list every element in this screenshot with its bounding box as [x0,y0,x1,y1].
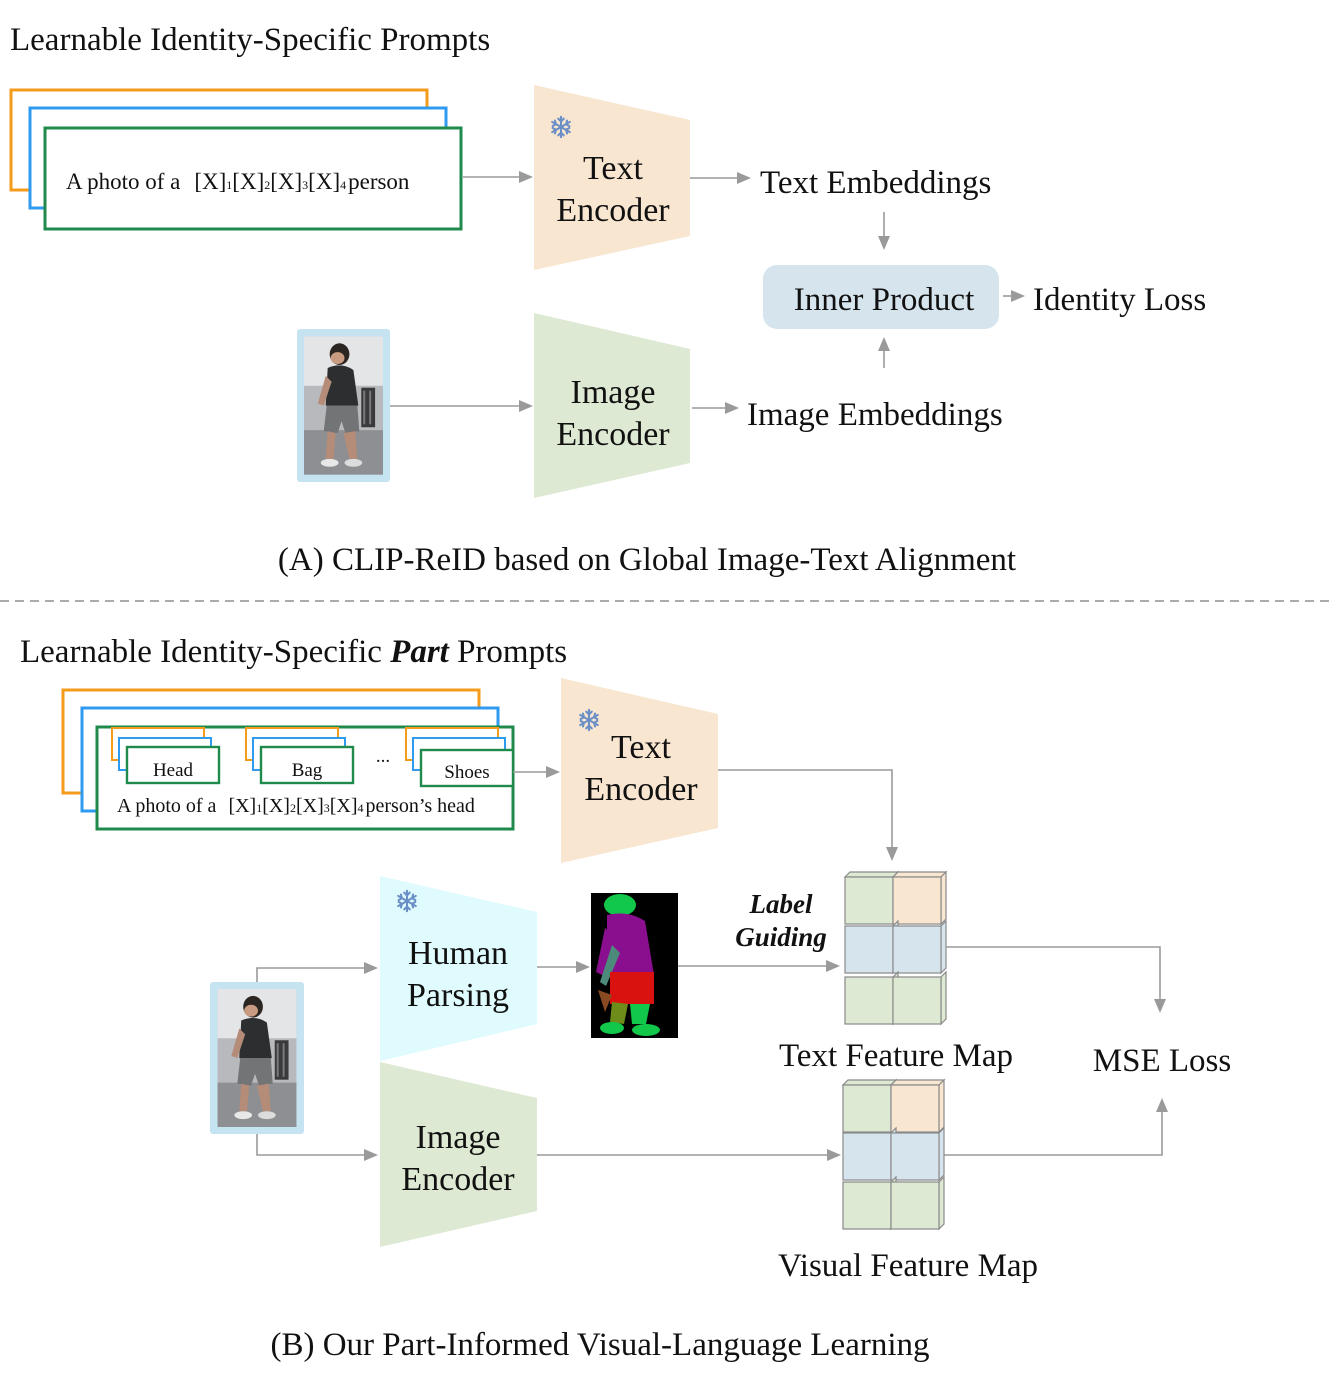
text-encoder-a: Text Encoder [534,85,690,270]
arrow-part-prompt-to-text-encoder [513,766,560,778]
panel-b-caption: (B) Our Part-Informed Visual-Language Le… [270,1327,929,1363]
svg-text:Head: Head [153,760,194,781]
svg-text:Encoder: Encoder [584,771,698,808]
visual-feature-map-label: Visual Feature Map [778,1248,1038,1284]
svg-text:Encoder: Encoder [556,416,670,453]
human-parsing-module: Human Parsing [380,876,537,1061]
arrow-image-emb-to-inner [878,337,890,368]
image-encoder-a: Image Encoder [534,313,690,498]
arrow-image-encoder-to-embeddings [692,402,739,414]
person-image-b [210,982,304,1134]
arrow-image-to-human-parsing [256,962,378,982]
arrow-visual-map-to-mse [944,1098,1168,1156]
arrow-mask-to-text-map [678,960,840,972]
svg-text:Shoes: Shoes [444,762,489,783]
label-guiding-line1: Label [749,889,813,919]
svg-text:Text: Text [583,150,643,187]
svg-text:Bag: Bag [292,760,323,781]
svg-text:Image: Image [571,374,656,411]
svg-text:Image: Image [416,1119,501,1156]
arrow-text-encoder-to-embeddings [690,172,751,184]
svg-text:Human: Human [408,935,508,972]
prompt-stack-a: A photo of a[X]1[X]2[X]3[X]4person [9,88,463,231]
arrow-image-encoder-to-visual-map [537,1149,841,1161]
visual-feature-map [841,1078,946,1231]
svg-text:Text: Text [611,729,671,766]
svg-text:Parsing: Parsing [407,977,509,1014]
inner-product-box: Inner Product [763,265,999,329]
label-guiding-line2: Guiding [735,922,827,952]
arrow-parsing-to-mask [537,961,590,973]
panel-a-caption: (A) CLIP-ReID based on Global Image-Text… [278,542,1016,578]
part-tag-shoes: Shoes [405,727,515,788]
arrow-inner-to-loss [1003,290,1025,302]
person-image-a [297,329,390,482]
arrow-text-encoder-to-text-map [718,769,898,861]
parsing-mask-image [591,893,678,1038]
svg-text:Encoder: Encoder [401,1161,515,1198]
part-prompt-stack: Head Bag ... Shoes A photo of a[X]1[X]2[… [61,688,515,831]
text-feature-map [843,870,948,1026]
image-encoder-b: Image Encoder [380,1062,537,1247]
panel-b-title: Learnable Identity-Specific Part Prompts [20,634,567,670]
text-feature-map-label: Text Feature Map [779,1038,1013,1074]
arrow-text-emb-to-inner [878,212,890,250]
image-embeddings-label: Image Embeddings [747,397,1003,433]
arrow-image-to-image-encoder-b [256,1134,378,1161]
part-tag-ellipsis: ... [376,746,390,767]
text-embeddings-label: Text Embeddings [760,165,991,201]
prompt-text: A photo of a[X]1[X]2[X]3[X]4person [66,169,410,194]
part-tag-head: Head [111,727,221,785]
panel-a-title: Learnable Identity-Specific Prompts [10,22,490,58]
prompt-card [43,126,463,231]
svg-text:Encoder: Encoder [556,192,670,229]
svg-text:Inner Product: Inner Product [794,282,975,318]
identity-loss-label: Identity Loss [1033,282,1206,318]
mse-loss-label: MSE Loss [1093,1043,1231,1079]
part-tag-bag: Bag [245,727,355,785]
arrow-text-map-to-mse [946,946,1166,1013]
arrow-prompt-to-text-encoder [463,171,533,183]
text-encoder-b: Text Encoder [561,678,718,863]
arrow-image-to-image-encoder [390,400,533,412]
